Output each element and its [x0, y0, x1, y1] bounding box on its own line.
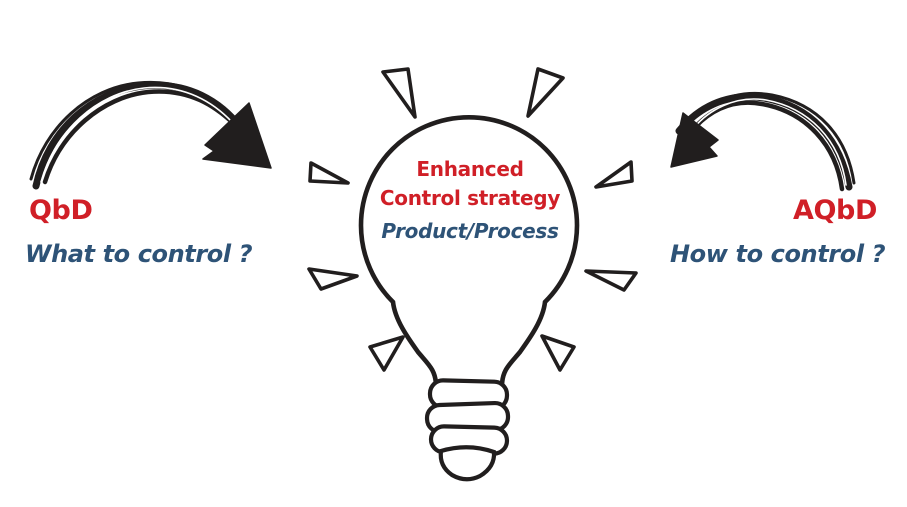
how-to-control-question: How to control ? — [670, 240, 886, 268]
light-ray-icon — [308, 161, 350, 185]
light-rays — [307, 67, 638, 372]
qbd-label: QbD — [29, 195, 93, 226]
light-ray-icon — [584, 269, 638, 292]
light-ray-icon — [540, 334, 576, 372]
curved-arrow-left-icon — [29, 80, 272, 190]
aqbd-label: AQbD — [793, 195, 877, 226]
what-to-control-question: What to control ? — [25, 240, 253, 268]
light-ray-icon — [381, 67, 417, 119]
bulb-text-block: Enhanced Control strategy Product/Proces… — [350, 155, 590, 244]
bulb-title-line1: Enhanced — [416, 157, 524, 181]
lightbulb-icon — [358, 115, 580, 482]
bulb-title-line2: Control strategy — [379, 186, 561, 210]
light-ray-icon — [526, 67, 565, 118]
light-ray-icon — [368, 335, 405, 372]
light-ray-icon — [307, 267, 359, 291]
bulb-subtitle: Product/Process — [381, 219, 559, 243]
curved-arrow-right-icon — [670, 91, 856, 192]
light-ray-icon — [594, 160, 634, 189]
